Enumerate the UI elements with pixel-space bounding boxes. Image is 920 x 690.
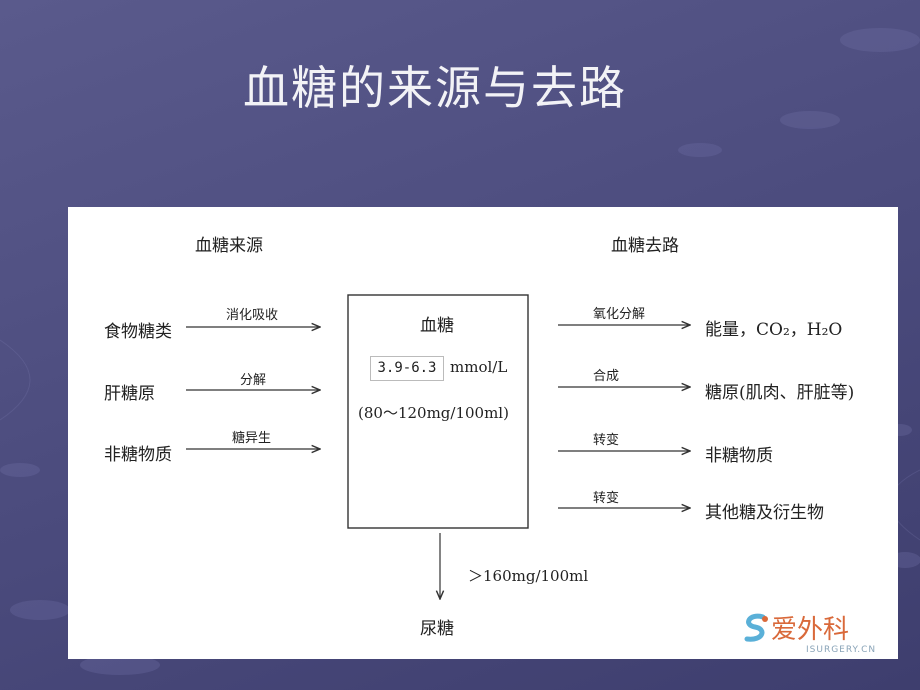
- logo-swirl-icon: [744, 613, 768, 642]
- slide-title: 血糖的来源与去路: [243, 61, 627, 115]
- dest-process-1: 氧化分解: [593, 307, 646, 322]
- source-label-3: 非糖物质: [104, 445, 172, 465]
- destinations-header: 血糖去路: [611, 236, 679, 256]
- dest-label-1: 能量，CO₂，H₂O: [705, 320, 843, 340]
- dest-label-2: 糖原(肌肉、肝脏等): [705, 383, 855, 403]
- excretion-label: 尿糖: [420, 619, 454, 639]
- source-process-2: 分解: [240, 373, 267, 388]
- sources-header: 血糖来源: [195, 236, 263, 256]
- dest-label-4: 其他糖及衍生物: [705, 503, 824, 523]
- center-box: [347, 294, 529, 529]
- source-label-2: 肝糖原: [104, 384, 155, 404]
- range-unit: mmol/L: [450, 358, 508, 376]
- dest-process-4: 转变: [593, 491, 620, 506]
- excretion-threshold: ＞160mg/100ml: [468, 567, 589, 585]
- logo-text: 爱外科: [771, 615, 850, 645]
- diagram-panel: 血糖来源 血糖去路 食物糖类 消化吸收 肝糖原 分解 非糖物质 糖异生 血糖 3…: [68, 207, 898, 659]
- source-process-3: 糖异生: [232, 431, 272, 446]
- dest-label-3: 非糖物质: [705, 446, 773, 466]
- center-label: 血糖: [420, 316, 454, 336]
- dest-process-3: 转变: [593, 433, 620, 448]
- dest-process-2: 合成: [593, 369, 620, 384]
- site-logo: 爱外科 ISURGERY.CN: [741, 607, 891, 657]
- source-label-1: 食物糖类: [104, 322, 172, 342]
- range-alt: (80～120mg/100ml): [358, 404, 509, 422]
- source-process-1: 消化吸收: [226, 308, 279, 323]
- range-value-box: 3.9-6.3: [370, 356, 444, 381]
- diagram-arrows: [186, 294, 898, 659]
- logo-subtext: ISURGERY.CN: [806, 645, 877, 655]
